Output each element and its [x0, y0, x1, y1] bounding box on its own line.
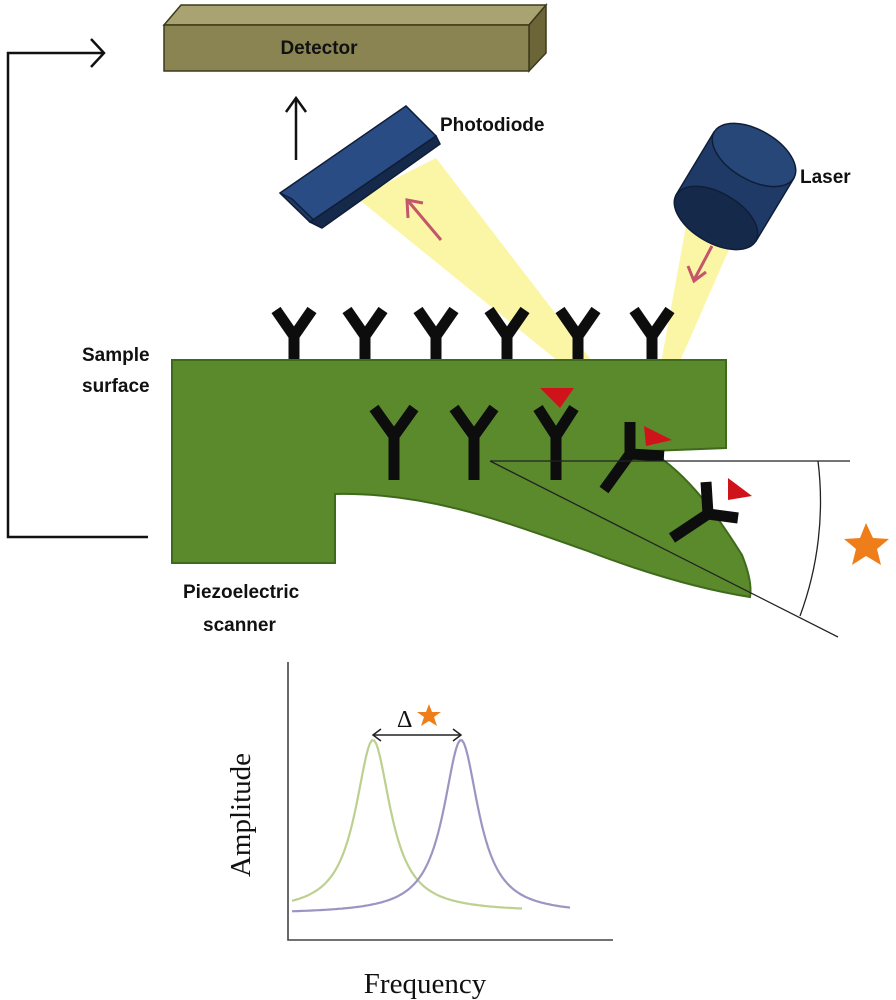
deflection-star-icon	[844, 523, 889, 565]
antigens	[540, 388, 752, 500]
antibody-icon	[449, 404, 499, 480]
up-arrow-icon	[284, 95, 308, 113]
antibody-icon	[629, 306, 675, 360]
frequency-axis-label: Frequency	[364, 968, 487, 1000]
antibody-icon	[484, 306, 530, 360]
feedback-loop	[6, 38, 148, 539]
detector-box: Detector	[162, 2, 548, 73]
antibody-icon	[271, 306, 317, 360]
antibody-icon	[599, 422, 665, 494]
antibody-icon	[342, 306, 388, 360]
deflection-angle	[489, 460, 850, 638]
laser-aperture	[673, 185, 759, 251]
scanner-label-1: Piezoelectric	[183, 582, 300, 603]
beam-arrow-up-icon	[405, 198, 424, 219]
laser-label: Laser	[800, 167, 851, 188]
right-arrowhead-icon	[452, 728, 463, 742]
antigen-icon	[644, 426, 672, 446]
scanner-label-2: scanner	[203, 615, 276, 636]
angle-arc	[799, 460, 822, 617]
cantilever-antibodies	[369, 404, 739, 543]
feedback-arrowhead-icon	[90, 38, 106, 68]
detector-label: Detector	[280, 38, 358, 59]
piezoelectric-scanner	[171, 359, 752, 599]
antibody-icon	[369, 404, 419, 480]
frequency-shift-marker	[371, 728, 463, 742]
beam-arrow-down-icon	[686, 265, 707, 284]
detector-top-face	[162, 4, 548, 26]
antigen-icon	[728, 478, 752, 500]
antibody-icon	[413, 306, 459, 360]
antibody-icon	[555, 306, 601, 360]
detector-front-face	[163, 24, 530, 72]
delta-symbol: Δ	[397, 707, 412, 733]
photodiode-side-face	[308, 134, 441, 229]
left-arrowhead-icon	[371, 728, 382, 742]
amplitude-axis-label: Amplitude	[225, 753, 257, 877]
laser: Laser	[673, 122, 851, 251]
resonance-curve-after	[291, 739, 571, 913]
scanner-body	[171, 359, 752, 599]
delta-star-icon	[417, 704, 441, 726]
resonance-curve-before	[291, 739, 523, 910]
sample-surface-label-1: Sample	[82, 345, 150, 366]
laser-top-cap	[711, 122, 797, 188]
sample-surface-label-2: surface	[82, 376, 150, 397]
graph-axes	[287, 662, 613, 941]
photodiode: Photodiode	[278, 105, 544, 229]
antigen-icon	[540, 388, 574, 408]
surface-antibodies	[271, 306, 675, 360]
signal-arrow	[284, 95, 308, 160]
beam-arrows	[405, 198, 714, 284]
resonance-graph: Δ Amplitude Frequency	[225, 662, 613, 1000]
deflected-line	[489, 460, 839, 638]
antibody-icon	[533, 405, 579, 480]
photodiode-label: Photodiode	[440, 115, 544, 136]
antibody-icon	[668, 481, 739, 543]
